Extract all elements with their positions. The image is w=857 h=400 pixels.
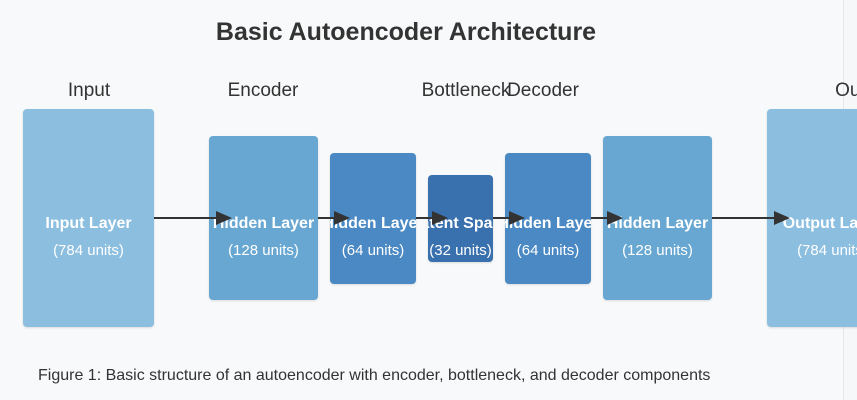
encoder-hidden-layer-128-box: Hidden Layer (128 units)	[209, 136, 318, 300]
diagram-title: Basic Autoencoder Architecture	[215, 18, 597, 46]
layer-units: (784 units)	[53, 242, 124, 259]
latent-space-box: Latent Space (32 units)	[428, 175, 493, 262]
section-label-bottleneck: Bottleneck	[421, 80, 511, 101]
layer-units: (32 units)	[429, 242, 492, 259]
layer-name: Hidden Layer	[606, 215, 709, 232]
decoder-hidden-layer-128-box: Hidden Layer (128 units)	[603, 136, 712, 300]
figure-caption: Figure 1: Basic structure of an autoenco…	[38, 367, 711, 384]
section-label-encoder: Encoder	[227, 80, 299, 101]
layer-name: Output Layer	[782, 215, 857, 232]
layer-units: (784 units)	[797, 242, 857, 259]
layer-name: Hidden Layer	[505, 215, 591, 232]
layer-units: (64 units)	[341, 242, 405, 259]
layer-units: (64 units)	[516, 242, 580, 259]
section-label-input: Input	[67, 80, 111, 101]
layer-name: Hidden Layer	[212, 215, 315, 232]
encoder-hidden-layer-64-box: Hidden Layer (64 units)	[330, 153, 416, 284]
layer-units: (128 units)	[622, 242, 693, 259]
layer-units: (128 units)	[228, 242, 299, 259]
section-label-decoder: Decoder	[507, 80, 579, 101]
layer-name: Latent Space	[428, 215, 493, 232]
output-layer-box: Output Layer (784 units)	[767, 109, 857, 327]
layer-name: Hidden Layer	[330, 215, 416, 232]
input-layer-box: Input Layer (784 units)	[23, 109, 154, 327]
section-label-output: Output	[835, 80, 857, 101]
layer-name: Input Layer	[45, 215, 132, 232]
decoder-hidden-layer-64-box: Hidden Layer (64 units)	[505, 153, 591, 284]
